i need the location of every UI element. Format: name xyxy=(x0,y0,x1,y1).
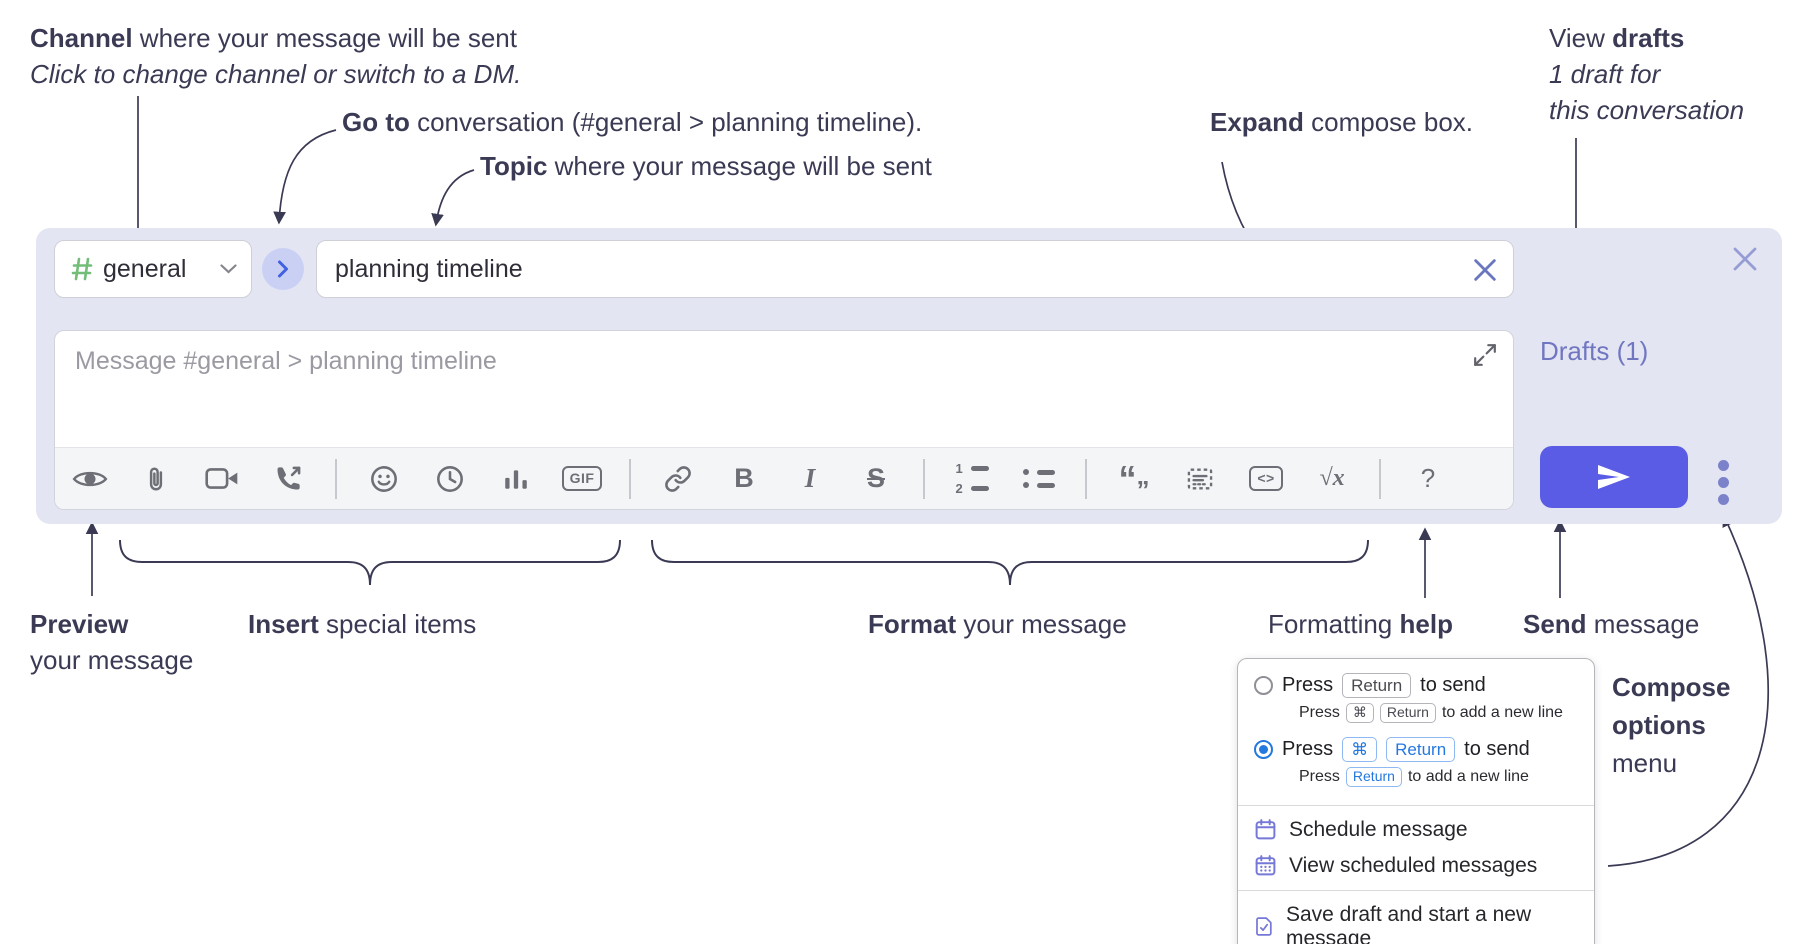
format-brace xyxy=(651,539,1369,586)
toolbar-divider xyxy=(321,448,351,509)
send-annotation: Send message xyxy=(1523,609,1700,639)
send-option-cmd-return[interactable]: Press ⌘ Return to send Press Return to a… xyxy=(1238,735,1594,799)
channel-name: general xyxy=(103,254,187,283)
preview-annotation: Preview your message xyxy=(30,609,194,675)
close-compose-icon[interactable] xyxy=(1730,244,1760,274)
spoiler-icon[interactable] xyxy=(1167,448,1233,509)
poll-icon[interactable] xyxy=(483,448,549,509)
compose-options-menu-button[interactable] xyxy=(1710,456,1737,509)
radio-unselected[interactable] xyxy=(1254,676,1273,696)
global-time-icon[interactable] xyxy=(417,448,483,509)
send-button[interactable] xyxy=(1540,446,1688,508)
menu-item-view-scheduled[interactable]: View scheduled messages xyxy=(1238,848,1594,884)
key-return: Return xyxy=(1379,703,1436,723)
popup-divider xyxy=(1238,889,1594,891)
topic-field-wrap xyxy=(316,240,1514,298)
goto-annotation: Go to conversation (#general > planning … xyxy=(342,107,923,137)
insert-annotation: Insert special items xyxy=(248,609,477,639)
compose-options-popup: Press Return to send Press ⌘ Return to a… xyxy=(1237,658,1595,944)
message-box[interactable]: Message #general > planning timeline xyxy=(54,330,1514,510)
toolbar-divider xyxy=(909,448,939,509)
help-annotation: Formatting help xyxy=(1268,609,1453,639)
numbered-list-icon[interactable]: 1 2 xyxy=(939,448,1005,509)
topic-arrow xyxy=(431,169,475,227)
message-placeholder: Message #general > planning timeline xyxy=(75,347,497,375)
expand-annotation: Expand compose box. xyxy=(1210,107,1474,137)
key-cmd: ⌘ xyxy=(1345,703,1374,723)
attach-file-icon[interactable] xyxy=(123,448,189,509)
key-cmd: ⌘ xyxy=(1342,736,1378,762)
toolbar-divider xyxy=(1071,448,1101,509)
radio-selected[interactable] xyxy=(1254,739,1273,759)
toolbar-divider xyxy=(1365,448,1395,509)
strikethrough-icon[interactable]: S xyxy=(866,463,885,493)
view-drafts-annotation: View drafts 1 draft for this conversatio… xyxy=(1549,23,1745,125)
gif-icon[interactable]: GIF xyxy=(549,448,615,509)
topic-input[interactable] xyxy=(317,241,1513,297)
goto-arrow xyxy=(273,129,337,225)
chevron-down-icon xyxy=(220,264,237,274)
bold-icon[interactable]: B xyxy=(734,463,754,493)
math-icon[interactable]: √x xyxy=(1319,465,1345,491)
drafts-link[interactable]: Drafts (1) xyxy=(1540,336,1649,366)
channel-annotation: Channel where your message will be sent … xyxy=(30,23,522,89)
emoji-icon[interactable] xyxy=(351,448,417,509)
link-icon[interactable] xyxy=(645,448,711,509)
key-return: Return xyxy=(1345,767,1402,787)
format-annotation: Format your message xyxy=(868,609,1127,639)
send-option-return[interactable]: Press Return to send Press ⌘ Return to a… xyxy=(1238,671,1594,735)
popup-divider xyxy=(1238,804,1594,806)
video-call-icon[interactable] xyxy=(189,448,255,509)
compose-toolbar: GIF B I S 1 2 xyxy=(55,447,1513,509)
italic-icon[interactable]: I xyxy=(804,463,816,493)
calendar-grid-icon xyxy=(1255,855,1276,876)
quote-icon[interactable]: “” xyxy=(1118,457,1150,505)
key-return: Return xyxy=(1342,673,1412,699)
channel-selector[interactable]: general xyxy=(54,240,252,298)
menu-item-schedule-message[interactable]: Schedule message xyxy=(1238,812,1594,848)
formatting-help-icon[interactable]: ? xyxy=(1420,463,1436,493)
save-draft-icon xyxy=(1256,917,1272,936)
menu-item-save-draft[interactable]: Save draft and start a new message xyxy=(1238,897,1594,944)
voice-call-icon[interactable] xyxy=(255,448,321,509)
clear-topic-icon[interactable] xyxy=(1471,256,1499,284)
chevron-right-icon xyxy=(278,260,288,278)
channel-hash-icon xyxy=(71,257,93,281)
topic-annotation: Topic where your message will be sent xyxy=(480,151,932,181)
compose-options-annotation: Compose options menu xyxy=(1612,672,1731,778)
calendar-icon xyxy=(1255,819,1276,840)
preview-eye-icon[interactable] xyxy=(57,448,123,509)
bulleted-list-icon[interactable] xyxy=(1005,448,1071,509)
send-plane-icon xyxy=(1598,465,1630,489)
toolbar-divider xyxy=(615,448,645,509)
compose-box: general Drafts (1) Message xyxy=(36,228,1782,524)
code-icon[interactable]: <> xyxy=(1233,448,1299,509)
key-return: Return xyxy=(1386,736,1456,762)
expand-compose-icon[interactable] xyxy=(1473,343,1497,367)
go-to-conversation-button[interactable] xyxy=(262,248,304,290)
insert-brace xyxy=(119,539,621,586)
